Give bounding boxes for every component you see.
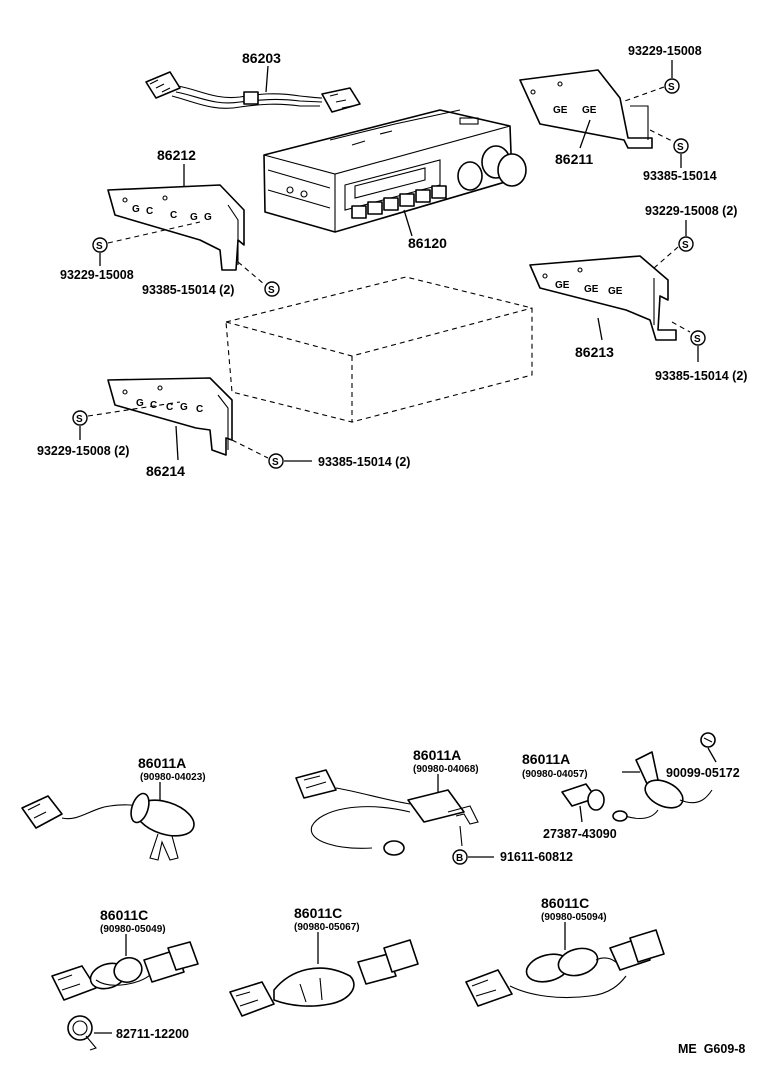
svg-text:B: B bbox=[456, 853, 463, 864]
noise-filter-86011A-3 bbox=[617, 751, 713, 820]
diagram-code: ME G609-8 bbox=[678, 1042, 745, 1056]
svg-text:GE: GE bbox=[608, 286, 623, 297]
label-86011C-3-sub: (90980-05094) bbox=[541, 912, 607, 923]
svg-text:GE: GE bbox=[553, 105, 568, 116]
label-86011A-2: 86011A bbox=[413, 747, 461, 763]
bracket-86213: GE GE GE bbox=[529, 255, 677, 341]
label-86213: 86213 bbox=[575, 344, 614, 360]
clip-90099-05172 bbox=[700, 732, 716, 748]
svg-text:S: S bbox=[96, 241, 103, 252]
screw-symbol-2: S bbox=[673, 138, 689, 154]
bracket-86212: G C C G G bbox=[107, 184, 245, 271]
screw-symbol-6: S bbox=[690, 330, 706, 346]
label-93385-15014-right: 93385-15014 (2) bbox=[655, 369, 747, 383]
label-86011A-1: 86011A bbox=[138, 755, 186, 771]
label-86011C-1: 86011C bbox=[100, 907, 148, 923]
noise-filter-86011A-1 bbox=[21, 792, 195, 861]
label-86011A-3-sub: (90980-04057) bbox=[522, 769, 588, 780]
bracket-86211: GE GE bbox=[519, 69, 653, 149]
svg-text:C: C bbox=[146, 206, 153, 217]
label-91611-60812: 91611-60812 bbox=[500, 850, 573, 864]
wire-harness-86203 bbox=[145, 71, 361, 113]
radio-receiver-86120 bbox=[263, 109, 527, 233]
svg-text:S: S bbox=[76, 414, 83, 425]
label-86120: 86120 bbox=[408, 235, 447, 251]
svg-text:GE: GE bbox=[582, 105, 597, 116]
label-86011C-2-sub: (90980-05067) bbox=[294, 922, 360, 933]
noise-filter-86011C-2 bbox=[229, 939, 419, 1017]
label-86214: 86214 bbox=[146, 463, 185, 479]
svg-text:C: C bbox=[196, 404, 203, 415]
svg-text:S: S bbox=[682, 240, 689, 251]
svg-text:G: G bbox=[204, 212, 212, 223]
bulb-socket-27387 bbox=[561, 783, 628, 822]
label-82711-12200: 82711-12200 bbox=[116, 1027, 189, 1041]
label-93385-15014-bottom: 93385-15014 (2) bbox=[318, 455, 410, 469]
label-86011C-2: 86011C bbox=[294, 905, 342, 921]
label-90099-05172: 90099-05172 bbox=[666, 766, 740, 780]
screw-symbol-1: S bbox=[664, 78, 680, 94]
svg-text:S: S bbox=[268, 285, 275, 296]
screw-symbol-4: S bbox=[264, 281, 280, 297]
label-86011C-3: 86011C bbox=[541, 895, 589, 911]
svg-text:S: S bbox=[272, 457, 279, 468]
label-93229-15008-left: 93229-15008 bbox=[60, 268, 134, 282]
svg-text:C: C bbox=[170, 210, 177, 221]
svg-text:G: G bbox=[190, 212, 198, 223]
label-93385-15014-left: 93385-15014 (2) bbox=[142, 283, 234, 297]
svg-text:S: S bbox=[668, 82, 675, 93]
label-86011A-3: 86011A bbox=[522, 751, 570, 767]
label-93385-15014-top: 93385-15014 bbox=[643, 169, 717, 183]
svg-text:G: G bbox=[136, 398, 144, 409]
svg-text:G: G bbox=[132, 204, 140, 215]
screw-symbol-8: S bbox=[268, 453, 284, 469]
svg-text:C: C bbox=[166, 402, 173, 413]
label-93229-15008-top: 93229-15008 bbox=[628, 44, 702, 58]
label-93229-15008-right: 93229-15008 (2) bbox=[645, 204, 737, 218]
label-86211: 86211 bbox=[555, 151, 593, 167]
radio-unit-outline bbox=[225, 276, 533, 423]
label-27387-43090: 27387-43090 bbox=[543, 827, 617, 841]
screw-symbol-3: S bbox=[92, 237, 108, 253]
label-93229-15008-bottom: 93229-15008 (2) bbox=[37, 444, 129, 458]
noise-filter-86011C-1 bbox=[51, 941, 199, 1001]
svg-text:S: S bbox=[677, 142, 684, 153]
screw-symbol-5: S bbox=[678, 236, 694, 252]
noise-filter-86011C-3 bbox=[465, 929, 665, 1007]
svg-text:GE: GE bbox=[555, 280, 570, 291]
label-86212: 86212 bbox=[157, 147, 196, 163]
noise-filter-86011A-2 bbox=[295, 769, 479, 856]
label-86011A-1-sub: (90980-04023) bbox=[140, 772, 206, 783]
label-86011A-2-sub: (90980-04068) bbox=[413, 764, 479, 775]
label-86011C-1-sub: (90980-05049) bbox=[100, 924, 166, 935]
label-86203: 86203 bbox=[242, 50, 281, 66]
svg-text:G: G bbox=[180, 402, 188, 413]
screw-symbol-7: S bbox=[72, 410, 88, 426]
svg-text:GE: GE bbox=[584, 284, 599, 295]
svg-text:S: S bbox=[694, 334, 701, 345]
bolt-symbol: B bbox=[452, 849, 468, 865]
clamp-82711-12200 bbox=[67, 1015, 97, 1051]
